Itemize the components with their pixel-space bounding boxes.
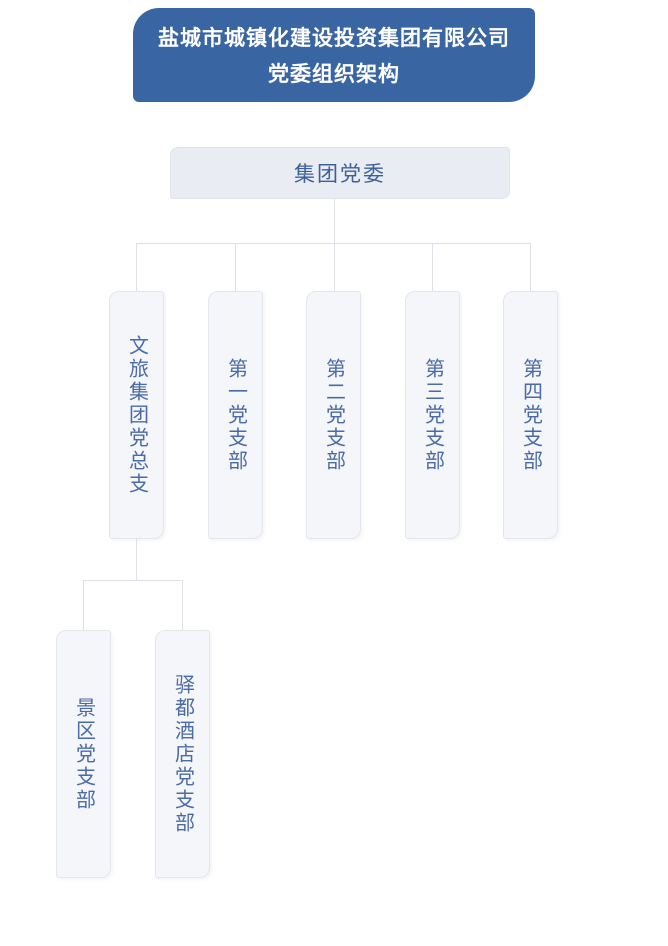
node-group-party-committee: 集团党委 — [170, 147, 510, 199]
connector-drop-4 — [432, 243, 433, 291]
connector-level2-rail — [83, 580, 183, 581]
chart-title-line-1: 盐城市城镇化建设投资集团有限公司 — [158, 27, 510, 50]
node-label: 第一党支部 — [224, 357, 247, 473]
root-node-label: 集团党委 — [294, 163, 386, 186]
connector-drop-1 — [136, 243, 137, 291]
chart-title-line-2: 党委组织架构 — [268, 63, 400, 86]
node-label: 第四党支部 — [519, 357, 542, 473]
node-scenic-area-party-branch: 景区党支部 — [56, 630, 111, 878]
node-first-party-branch: 第一党支部 — [208, 291, 263, 539]
connector-drop-5 — [530, 243, 531, 291]
node-fourth-party-branch: 第四党支部 — [503, 291, 558, 539]
node-label: 驿都酒店党支部 — [171, 673, 194, 835]
node-second-party-branch: 第二党支部 — [306, 291, 361, 539]
connector-drop-7 — [182, 580, 183, 630]
node-yidu-hotel-party-branch: 驿都酒店党支部 — [155, 630, 210, 878]
node-wenlv-group-general-branch: 文旅集团党总支 — [109, 291, 164, 539]
connector-drop-3 — [334, 243, 335, 291]
node-third-party-branch: 第三党支部 — [405, 291, 460, 539]
chart-title-banner: 盐城市城镇化建设投资集团有限公司 党委组织架构 — [133, 8, 535, 102]
node-label: 第二党支部 — [322, 357, 345, 473]
connector-subtree-stem — [136, 539, 137, 580]
node-label: 文旅集团党总支 — [125, 334, 148, 496]
connector-drop-6 — [83, 580, 84, 630]
connector-root-stem — [334, 199, 335, 243]
connector-drop-2 — [235, 243, 236, 291]
node-label: 景区党支部 — [72, 696, 95, 812]
node-label: 第三党支部 — [421, 357, 444, 473]
connector-level1-rail — [136, 243, 531, 244]
